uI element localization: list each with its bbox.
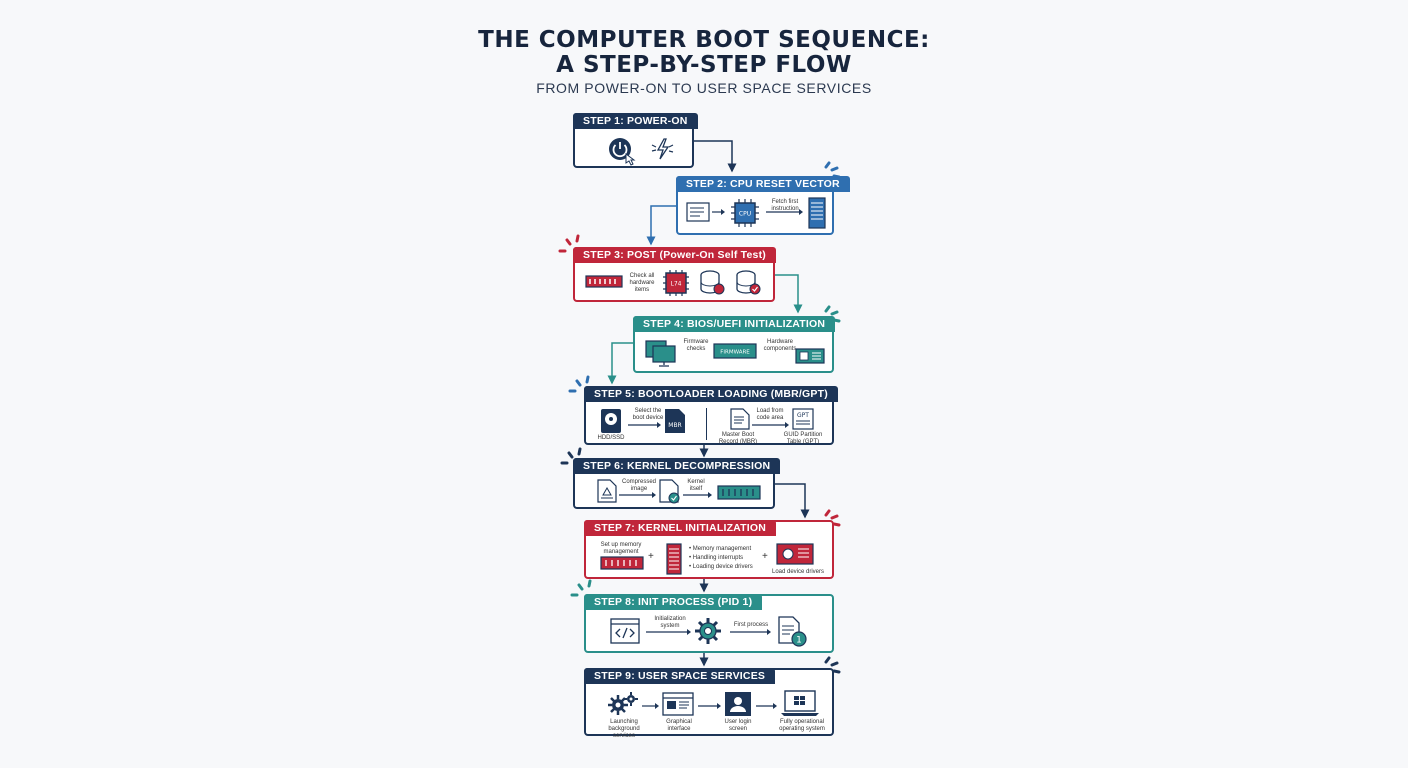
monitors-icon <box>645 340 676 367</box>
step-8-title: STEP 8: INIT PROCESS (PID 1) <box>584 594 763 610</box>
power-button-icon <box>609 138 636 166</box>
step-4-label-hardware: Hardware components <box>763 339 797 352</box>
step-4-title: STEP 4: BIOS/UEFI INITIALIZATION <box>633 316 836 332</box>
step-6-label-kernel: Kernel itself <box>687 479 705 492</box>
arrow-icon <box>628 422 661 428</box>
step-6-label-compressed: Compressed image <box>621 479 656 492</box>
plus-sign: + <box>648 551 654 562</box>
arrow-icon <box>730 629 771 635</box>
ram-module-icon <box>585 275 623 288</box>
memory-module-icon <box>717 485 761 500</box>
step-9-label-login: User login screen <box>724 719 752 732</box>
disk-gear-icon <box>700 270 725 295</box>
step-5-label-load: Load from code area <box>756 408 784 421</box>
connector-2-3 <box>646 205 676 246</box>
connector-1-2 <box>694 140 737 173</box>
ram-module-icon <box>600 556 644 570</box>
step-6-title: STEP 6: KERNEL DECOMPRESSION <box>573 458 781 474</box>
plus-sign: + <box>762 551 768 562</box>
gears-icon <box>608 692 638 715</box>
code-document-icon <box>730 408 750 430</box>
step-8-label-init: Initialization system <box>654 616 686 629</box>
connector-3-4 <box>775 274 803 314</box>
hardware-card-icon <box>795 348 825 364</box>
chip-icon: L74 <box>663 270 689 296</box>
step-5-card: STEP 5: BOOTLOADER LOADING (MBR/GPT) HDD… <box>584 386 838 445</box>
arrow-icon <box>642 703 659 709</box>
connector-4-5 <box>607 342 633 385</box>
cpu-chip-icon: CPU <box>731 199 759 227</box>
step-5-title: STEP 5: BOOTLOADER LOADING (MBR/GPT) <box>584 386 838 402</box>
step-5-divider <box>706 408 707 440</box>
step-4-label-firmware: Firmware checks <box>683 339 709 352</box>
process-document-icon: 1 <box>778 616 807 647</box>
step-3-label-check: Check all hardware items <box>629 273 655 293</box>
device-card-icon <box>776 543 814 565</box>
diagram-subtitle: FROM POWER-ON TO USER SPACE SERVICES <box>536 80 872 96</box>
gear-icon <box>695 618 721 644</box>
gui-window-icon <box>662 692 694 716</box>
step-6-card: STEP 6: KERNEL DECOMPRESSION Compressed … <box>573 458 781 509</box>
step-9-title: STEP 9: USER SPACE SERVICES <box>584 668 776 684</box>
step-7-card: STEP 7: KERNEL INITIALIZATION Set up mem… <box>584 520 834 579</box>
step-9-label-graphical: Graphical interface <box>666 719 692 732</box>
step-5-label-select: Select the boot device <box>632 408 664 421</box>
lightning-icon <box>651 138 674 160</box>
step-7-bullet-memory: • Memory management <box>689 546 752 552</box>
arrow-icon <box>683 492 712 498</box>
chip-label: L74 <box>671 281 682 288</box>
arrow-icon <box>756 703 777 709</box>
gpt-document-icon: GPT <box>792 408 814 430</box>
memory-stack-icon <box>808 197 826 229</box>
arrow-icon <box>766 209 803 215</box>
step-7-label-setup: Set up memory management <box>600 542 642 555</box>
firmware-chip-icon: FIRMWARE <box>713 343 757 359</box>
document-icon <box>686 202 710 222</box>
cpu-chip-label: CPU <box>739 211 751 218</box>
hdd-icon <box>601 409 621 433</box>
mbr-label: MBR <box>668 422 681 429</box>
memory-stack-icon <box>666 543 682 575</box>
step-4-card: STEP 4: BIOS/UEFI INITIALIZATION Firmwar… <box>633 316 836 373</box>
step-3-card: STEP 3: POST (Power-On Self Test) Check … <box>573 247 776 302</box>
arrow-icon <box>619 492 656 498</box>
arrow-icon <box>752 422 789 428</box>
step-8-card: STEP 8: INIT PROCESS (PID 1) Initializat… <box>584 594 834 653</box>
code-window-icon <box>610 618 640 644</box>
step-1-title: STEP 1: POWER-ON <box>573 113 698 129</box>
firmware-label: FIRMWARE <box>720 350 750 356</box>
laptop-os-icon <box>781 690 819 716</box>
step-8-label-first: First process <box>733 622 769 628</box>
disk-check-icon <box>736 270 761 295</box>
step-7-label-drivers: Load device drivers <box>771 569 825 575</box>
step-2-card: STEP 2: CPU RESET VECTOR CPU Fetch first… <box>676 176 850 235</box>
step-5-label-mbr: Master Boot Record (MBR) <box>718 432 758 445</box>
arrow-icon <box>698 703 721 709</box>
compressed-image-icon <box>597 479 617 503</box>
step-2-label-fetch: Fetch first instruction <box>771 199 799 212</box>
step-1-card: STEP 1: POWER-ON <box>573 113 698 168</box>
arrow-icon <box>646 629 691 635</box>
step-9-card: STEP 9: USER SPACE SERVICES Launching ba… <box>584 668 834 739</box>
kernel-file-icon <box>659 479 680 504</box>
step-3-title: STEP 3: POST (Power-On Self Test) <box>573 247 776 263</box>
diagram-title-line-1: THE COMPUTER BOOT SEQUENCE: <box>478 27 930 53</box>
step-7-title: STEP 7: KERNEL INITIALIZATION <box>584 520 777 536</box>
connector-6-7 <box>775 483 810 519</box>
step-9-label-fully: Fully operational operating system <box>779 719 825 732</box>
step-9-label-background: Launching background services <box>608 719 640 739</box>
pid-label: 1 <box>796 636 802 646</box>
user-login-icon <box>725 692 751 716</box>
diagram-title-line-2: A STEP-BY-STEP FLOW <box>556 52 852 78</box>
step-7-bullet-drivers: • Loading device drivers <box>689 564 753 570</box>
step-5-label-hdd: HDD/SSD <box>597 435 625 441</box>
step-5-label-gpt: GUID Partition Table (GPT) <box>783 432 823 445</box>
step-2-title: STEP 2: CPU RESET VECTOR <box>676 176 850 192</box>
mbr-document-icon: MBR <box>665 409 685 433</box>
gpt-label: GPT <box>797 412 809 419</box>
arrow-icon <box>712 209 725 215</box>
step-7-bullet-interrupts: • Handling interrupts <box>689 555 744 561</box>
